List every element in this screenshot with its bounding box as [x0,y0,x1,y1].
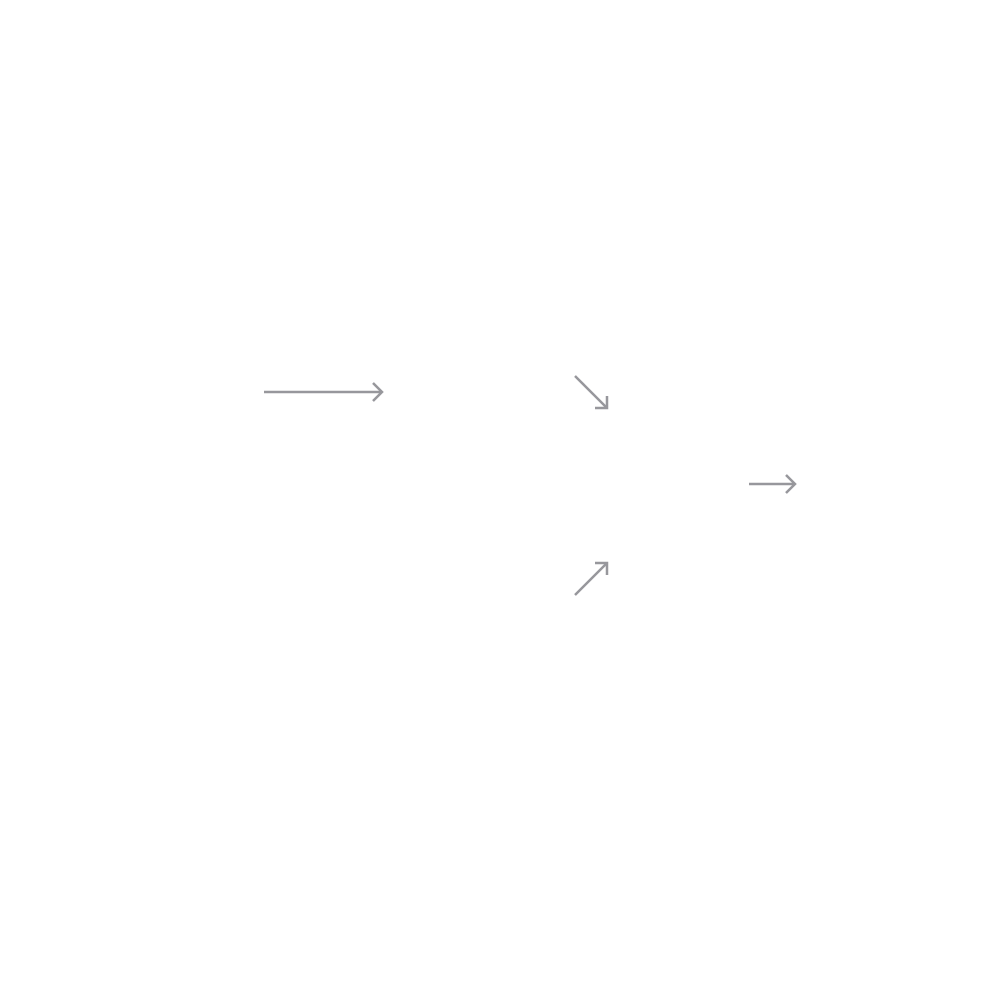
arrow-right-long [264,382,384,402]
arrow-right-short [749,474,797,494]
arrow-down-right [574,375,609,410]
arrow-up-right [574,561,609,596]
